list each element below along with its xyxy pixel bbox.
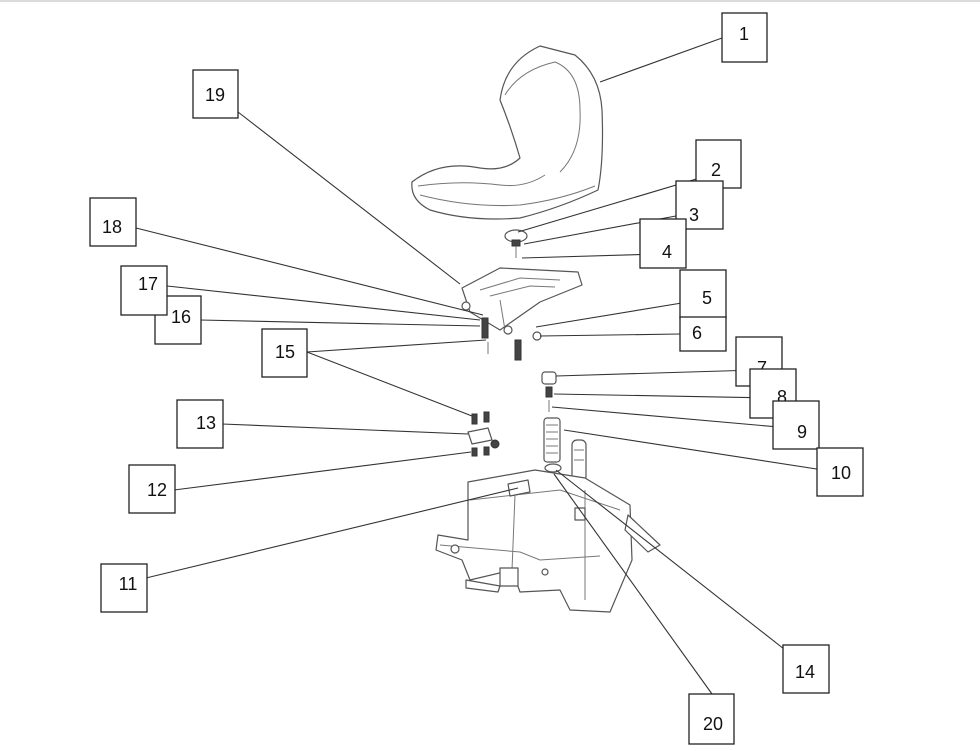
callout-15: 15: [261, 328, 308, 378]
callout-11: 11: [100, 563, 148, 613]
callout-label-8: 8: [777, 387, 787, 407]
callout-2: 2: [695, 139, 742, 189]
spring-assembly: [541, 371, 587, 483]
callout-12: 12: [128, 464, 176, 514]
callout-label-2: 2: [711, 160, 721, 180]
callout-label-11: 11: [119, 574, 138, 594]
callout-14: 14: [782, 644, 830, 694]
callout-label-9: 9: [797, 422, 807, 442]
mount-bracket: [467, 411, 500, 457]
callout-10: 10: [816, 447, 864, 497]
knob-assembly: [504, 229, 528, 258]
callout-4: 4: [639, 218, 687, 269]
callout-9: 9: [772, 400, 820, 450]
callout-label-7: 7: [757, 358, 767, 378]
callout-label-6: 6: [692, 323, 702, 343]
seat-part: [411, 45, 604, 220]
callout-13: 13: [176, 399, 224, 449]
callout-label-16: 16: [171, 307, 191, 327]
callout-label-12: 12: [147, 480, 167, 500]
callout-19: 19: [192, 69, 239, 119]
callout-label-4: 4: [662, 242, 672, 262]
callout-label-10: 10: [831, 463, 851, 483]
callout-label-14: 14: [795, 662, 815, 682]
callout-6: 6: [679, 316, 727, 352]
callout-1: 1: [721, 12, 768, 63]
leader-lines: [135, 37, 837, 695]
callout-label-20: 20: [703, 714, 723, 734]
chassis-frame: [435, 469, 661, 613]
bracket-plate: [461, 267, 583, 341]
callout-label-1: 1: [739, 24, 749, 44]
callout-20: 20: [688, 693, 735, 745]
callout-17: 17: [120, 265, 168, 316]
callout-label-19: 19: [205, 85, 225, 105]
callout-label-17: 17: [138, 274, 158, 294]
callout-18: 18: [89, 197, 137, 247]
callout-label-18: 18: [102, 217, 122, 237]
callout-label-3: 3: [689, 205, 699, 225]
callout-5: 5: [679, 269, 727, 319]
callout-label-13: 13: [196, 413, 216, 433]
callout-label-15: 15: [275, 342, 295, 362]
callout-label-5: 5: [702, 288, 712, 308]
plate-bolts: [481, 317, 522, 361]
callout-16: 16: [154, 295, 202, 345]
